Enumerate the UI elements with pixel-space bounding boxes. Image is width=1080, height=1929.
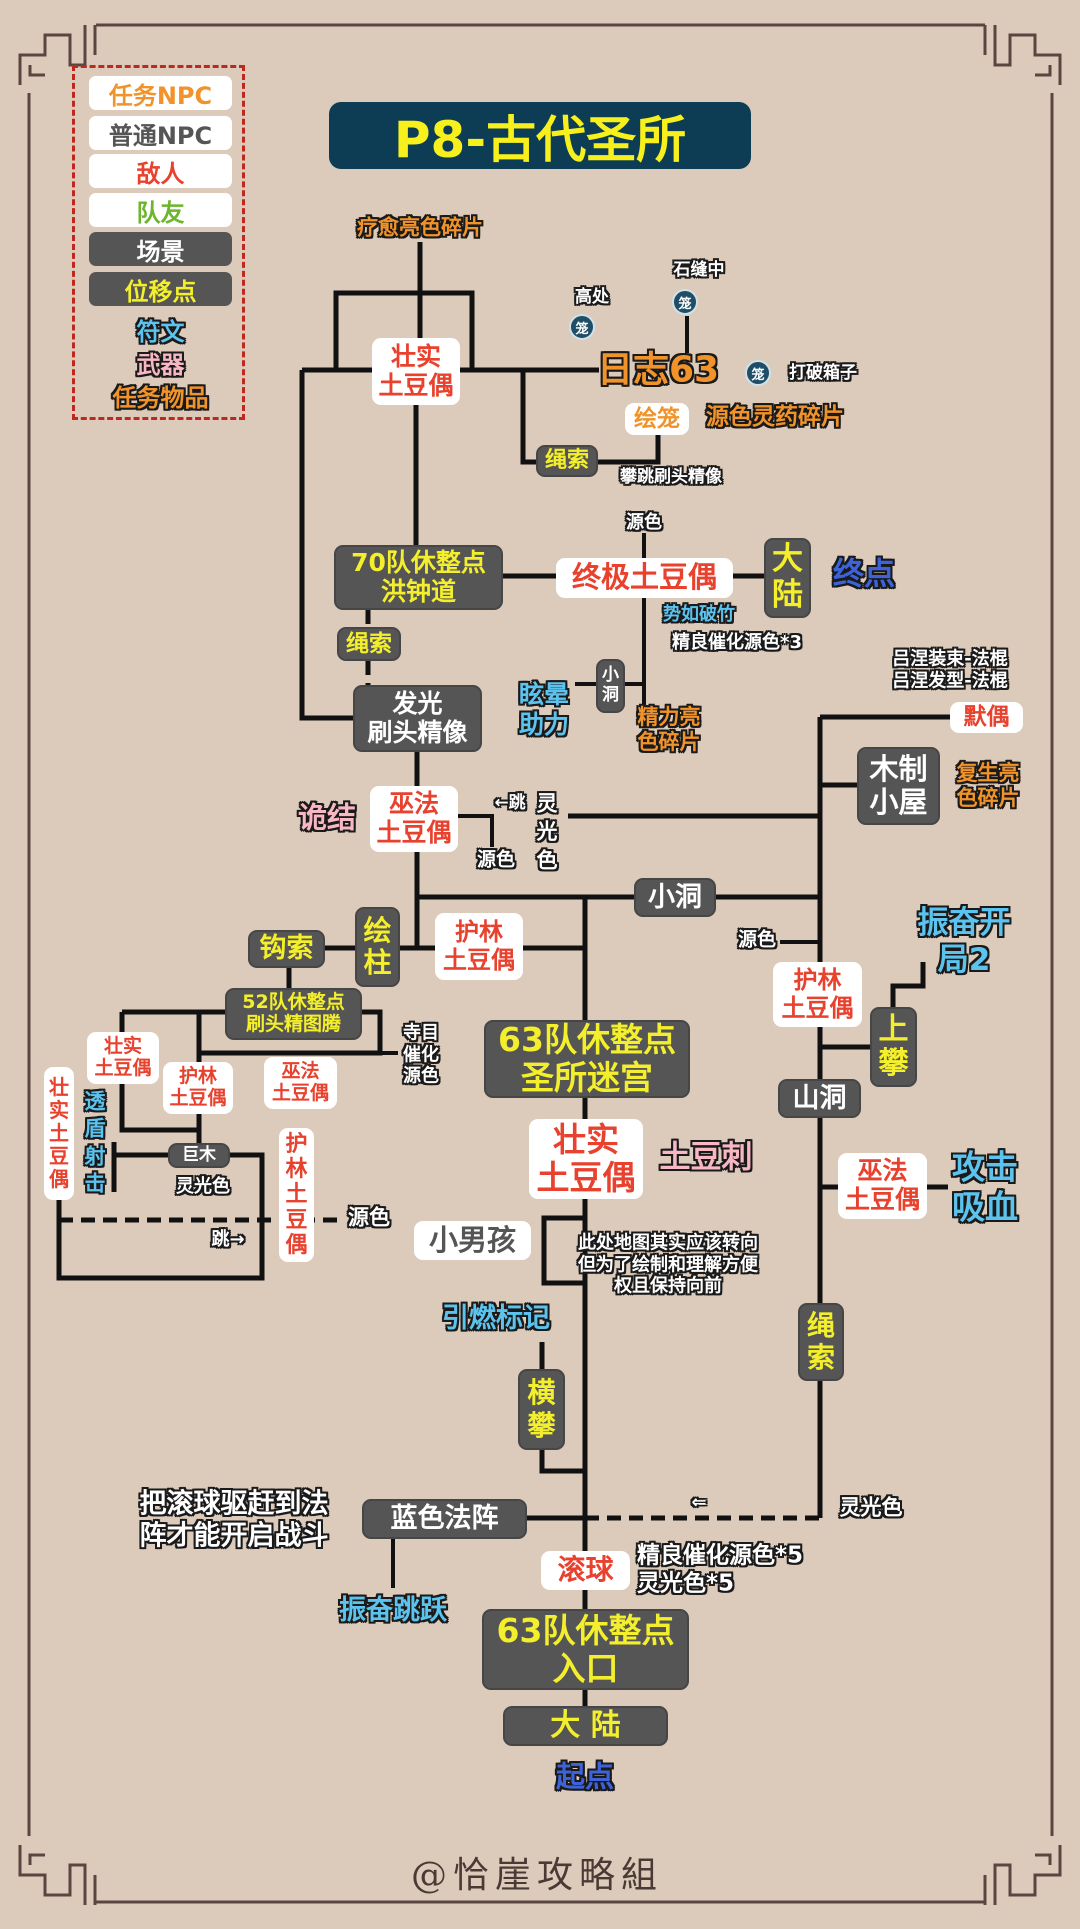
label-source-color-1: 源色: [626, 512, 662, 534]
label-rune-shield-shot: 透 盾 射 击: [84, 1089, 106, 1196]
decorative-border: [18, 23, 1062, 1905]
label-break-box: 打破箱子: [789, 362, 857, 383]
label-jump-right: 跳→: [211, 1229, 245, 1251]
legend-weapon: 武器: [136, 350, 185, 379]
label-potion-shard: 源色灵药碎片: [706, 404, 844, 431]
label-catalyst-3: 精良催化源色*3: [672, 632, 802, 654]
label-energy-shard: 精力亮 色碎片: [637, 704, 701, 754]
node-camp-63-maze: 63队休整点 圣所迷宫: [484, 1020, 690, 1098]
node-mainland-start: 大 陆: [503, 1706, 668, 1746]
node-forest-potato-4: 护林土豆偶: [279, 1128, 314, 1262]
label-rock-crevice: 石缝中: [673, 259, 725, 280]
node-rope-3: 绳索: [798, 1303, 844, 1381]
node-sturdy-potato-2: 壮实 土豆偶: [87, 1032, 159, 1084]
cage-icon: 笼: [672, 289, 698, 315]
label-start-point: 起点: [555, 1759, 615, 1794]
node-painted-cage: 绘笼: [625, 403, 689, 435]
node-painted-pillar: 绘柱: [355, 907, 400, 987]
node-sturdy-potato-3: 壮实土豆偶: [44, 1067, 74, 1200]
label-rune-ignite-mark: 引燃标记: [442, 1302, 550, 1334]
label-map-note: 此处地图其实应该转向 但为了绘制和理解方便 权且保持向前: [578, 1232, 758, 1297]
label-aura-color-1: 灵 光 色: [536, 791, 558, 873]
cage-icon: 笼: [745, 360, 771, 386]
node-rope-2: 绳索: [337, 627, 401, 661]
label-catalyst-source: 寺目 催化 源色: [403, 1022, 439, 1087]
label-rewards-5: 精良催化源色*5 灵光色*5: [637, 1542, 804, 1596]
legend-position: 位移点: [89, 272, 232, 306]
node-silent-doll: 默偶: [950, 702, 1023, 733]
legend-enemy: 敌人: [89, 154, 232, 188]
label-source-color-2: 源色: [476, 848, 516, 871]
legend-scene: 场景: [89, 232, 232, 266]
node-camp-70: 70队休整点 洪钟道: [334, 545, 503, 610]
node-mountain-cave: 山洞: [778, 1079, 861, 1118]
corner-ornament: [983, 25, 1062, 85]
label-high-place: 高处: [575, 286, 609, 307]
label-lvnie-rewards: 吕涅装束-法棍 吕涅发型-法棍: [892, 648, 1008, 691]
node-camp-63-entrance: 63队休整点 入口: [482, 1609, 689, 1690]
node-grapple: 钩索: [248, 930, 325, 968]
label-rune-rally-2: 振奋开局2: [917, 904, 1011, 978]
legend: 任务NPC 普通NPC 敌人 队友 场景 位移点 符文 武器 任务物品: [72, 65, 245, 420]
node-blue-circle: 蓝色法阵: [362, 1499, 527, 1539]
label-aura-color-3: 灵光色: [839, 1495, 903, 1520]
label-log-63: 日志63: [596, 349, 720, 391]
node-forest-potato-3: 护林 土豆偶: [163, 1062, 233, 1114]
legend-teammate: 队友: [89, 193, 232, 227]
dashed-edges: [59, 610, 820, 1521]
arrow-left-icon: ⇐: [691, 1492, 707, 1514]
node-witch-potato-1: 巫法 土豆偶: [370, 786, 458, 852]
label-climb-elite: 攀跳刷头精像: [620, 466, 722, 487]
page-title: P8-古代圣所: [329, 102, 751, 169]
diagram-edges: [56, 242, 950, 1706]
cage-icon: 笼: [569, 314, 595, 340]
node-mainland-end: 大陆: [764, 538, 811, 618]
node-witch-potato-2: 巫法 土豆偶: [264, 1057, 337, 1109]
node-rolling-ball: 滚球: [541, 1551, 630, 1590]
node-small-cave-1: 小洞: [596, 659, 625, 713]
legend-rune: 符文: [136, 317, 185, 346]
node-rope-1: 绳索: [536, 445, 598, 477]
corner-ornament: [983, 1845, 1062, 1905]
label-weapon-guijie: 诡结: [297, 800, 357, 835]
label-rune-lifesteal: 攻击 吸血: [952, 1147, 1018, 1226]
node-forest-potato-2: 护林 土豆偶: [773, 962, 862, 1027]
label-end-point: 终点: [833, 556, 895, 593]
node-small-cave-2: 小洞: [634, 878, 716, 917]
label-healing-shard: 疗愈亮色碎片: [357, 215, 483, 240]
node-little-boy: 小男孩: [414, 1221, 531, 1260]
node-camp-52: 52队休整点 刷头精图腾: [225, 988, 362, 1040]
corner-ornament: [18, 1845, 97, 1905]
label-source-color-3: 源色: [737, 928, 777, 951]
label-ball-instruction: 把滚球驱赶到法 阵才能开启战斗: [139, 1488, 329, 1552]
node-sturdy-potato: 壮实 土豆偶: [372, 338, 460, 405]
label-rune-stun: 眩晕 助力: [518, 680, 570, 739]
label-revive-shard: 复生亮 色碎片: [956, 760, 1020, 810]
legend-normal-npc: 普通NPC: [89, 116, 232, 150]
node-ultimate-potato: 终极土豆偶: [556, 558, 733, 598]
author-signature: @恰崖攻略組: [410, 1855, 664, 1896]
node-traverse: 横攀: [518, 1369, 565, 1450]
label-rune-rally-jump: 振奋跳跃: [339, 1594, 447, 1626]
node-sturdy-potato-4: 壮实 土豆偶: [529, 1119, 643, 1199]
label-weapon-potato-spike: 土豆刺: [659, 1139, 753, 1176]
legend-quest-item: 任务物品: [112, 383, 209, 412]
node-wooden-hut: 木制 小屋: [857, 747, 940, 825]
node-forest-potato-1: 护林 土豆偶: [435, 913, 523, 980]
node-witch-potato-3: 巫法 土豆偶: [838, 1153, 927, 1219]
node-climb-up: 上攀: [870, 1007, 917, 1087]
label-aura-color-2: 灵光色: [176, 1176, 230, 1198]
node-giant-tree: 巨木: [168, 1143, 230, 1168]
node-glowing-elite: 发光 刷头精像: [353, 685, 482, 752]
legend-quest-npc: 任务NPC: [89, 76, 232, 110]
label-rune-unstoppable: 势如破竹: [663, 604, 735, 626]
label-jump-left: ←跳: [494, 792, 526, 813]
label-source-color-4: 源色: [348, 1205, 390, 1230]
